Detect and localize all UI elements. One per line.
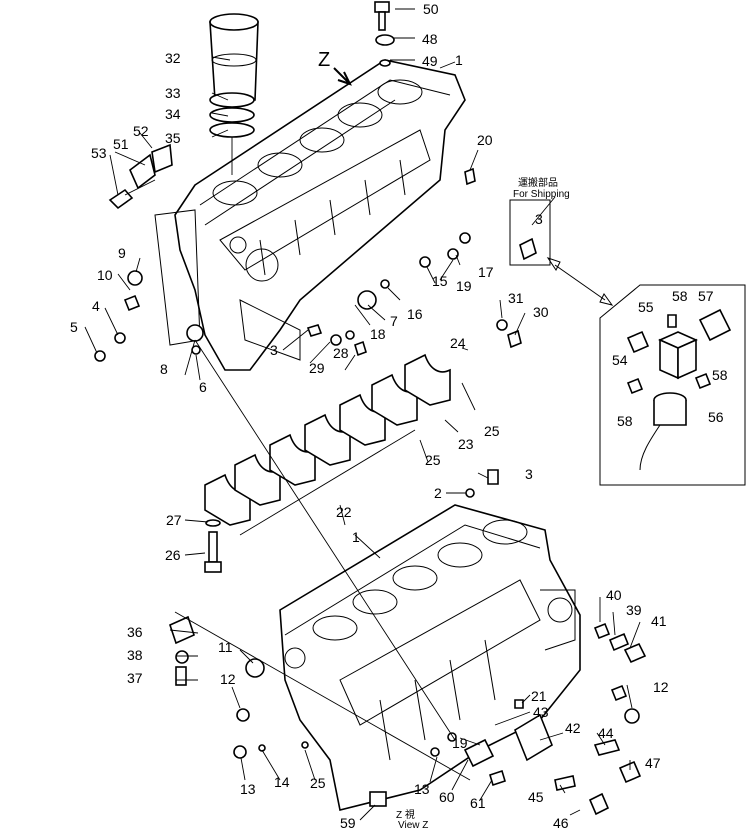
callout-58-top: 58	[672, 288, 688, 304]
callout-46: 46	[553, 815, 569, 830]
callout-56: 56	[708, 409, 724, 425]
callout-3-shipping: 3	[535, 211, 543, 227]
callout-58-bottom: 58	[617, 413, 633, 429]
callout-1-upper: 1	[455, 52, 463, 68]
main-bearing-caps	[204, 353, 451, 536]
callout-61: 61	[470, 795, 486, 811]
sensor-detail-box	[599, 284, 746, 486]
callout-13-right: 13	[414, 781, 430, 797]
callout-6: 6	[199, 379, 207, 395]
callout-29: 29	[309, 360, 325, 376]
callout-60: 60	[439, 789, 455, 805]
callout-8: 8	[160, 361, 168, 377]
callout-37: 37	[127, 670, 143, 686]
callout-21: 21	[531, 688, 547, 704]
top-bolt-group	[374, 1, 395, 67]
callout-59: 59	[340, 815, 356, 830]
callout-30: 30	[533, 304, 549, 320]
callout-25-upper: 25	[484, 423, 500, 439]
callout-39: 39	[626, 602, 642, 618]
callout-34: 34	[165, 106, 181, 122]
callout-55: 55	[638, 299, 654, 315]
callout-28: 28	[333, 345, 349, 361]
leader-lines	[84, 8, 641, 821]
callout-25-lower: 25	[310, 775, 326, 791]
callout-12-right: 12	[653, 679, 669, 695]
callout-12-left: 12	[220, 671, 236, 687]
callout-26: 26	[165, 547, 181, 563]
callout-51: 51	[113, 136, 129, 152]
callout-27: 27	[166, 512, 182, 528]
callout-5: 5	[70, 319, 78, 335]
callout-24: 24	[450, 335, 466, 351]
callout-43: 43	[533, 704, 549, 720]
shipping-note-en: For Shipping	[513, 189, 570, 200]
callout-58-right: 58	[712, 367, 728, 383]
callout-38: 38	[127, 647, 143, 663]
callout-17: 17	[478, 264, 494, 280]
shipping-box	[509, 199, 551, 266]
callout-31: 31	[508, 290, 524, 306]
callout-36: 36	[127, 624, 143, 640]
view-z-caption-jp: Z 視	[396, 810, 415, 821]
callout-40: 40	[606, 587, 622, 603]
callout-11: 11	[218, 639, 233, 655]
callout-1-lower: 1	[352, 529, 360, 545]
callout-4: 4	[92, 298, 100, 314]
callout-35: 35	[165, 130, 181, 146]
shipping-note-jp: 運搬部品	[518, 178, 558, 189]
callout-19-upper: 19	[456, 278, 472, 294]
callout-52: 52	[133, 123, 149, 139]
callout-9: 9	[118, 245, 126, 261]
callout-44: 44	[598, 725, 614, 741]
callout-47: 47	[645, 755, 661, 771]
view-z-caption-en: View Z	[398, 820, 429, 830]
cylinder-block-upper	[154, 59, 466, 371]
callout-49: 49	[422, 53, 438, 69]
callout-3-lower: 3	[525, 466, 533, 482]
callout-10: 10	[97, 267, 113, 283]
callout-42: 42	[565, 720, 581, 736]
cylinder-liner-group	[209, 13, 259, 175]
callout-7: 7	[390, 313, 398, 329]
callout-19-lower: 19	[452, 735, 468, 751]
callout-20: 20	[477, 132, 493, 148]
callout-3-upper: 3	[270, 342, 278, 358]
small-parts-lower	[169, 469, 647, 816]
cap-bolt	[204, 519, 222, 573]
callout-15: 15	[432, 273, 448, 289]
callout-48: 48	[422, 31, 438, 47]
callout-32: 32	[165, 50, 181, 66]
callout-25-middle: 25	[425, 452, 441, 468]
callout-41: 41	[651, 613, 667, 629]
callout-57: 57	[698, 288, 714, 304]
callout-45: 45	[528, 789, 544, 805]
callout-22: 22	[336, 504, 352, 520]
callout-16: 16	[407, 306, 423, 322]
callout-53: 53	[91, 145, 107, 161]
double-arrow	[546, 257, 614, 306]
cylinder-block-lower	[279, 504, 581, 811]
small-parts-upper	[94, 167, 537, 362]
callout-18: 18	[370, 326, 386, 342]
view-z-marker: Z	[318, 49, 331, 71]
callout-13-left: 13	[240, 781, 256, 797]
callout-14: 14	[274, 774, 290, 790]
callout-50: 50	[423, 1, 439, 17]
callout-2: 2	[434, 485, 442, 501]
callout-33: 33	[165, 85, 181, 101]
callout-54: 54	[612, 352, 628, 368]
callout-23: 23	[458, 436, 474, 452]
side-cover-group	[108, 143, 173, 210]
